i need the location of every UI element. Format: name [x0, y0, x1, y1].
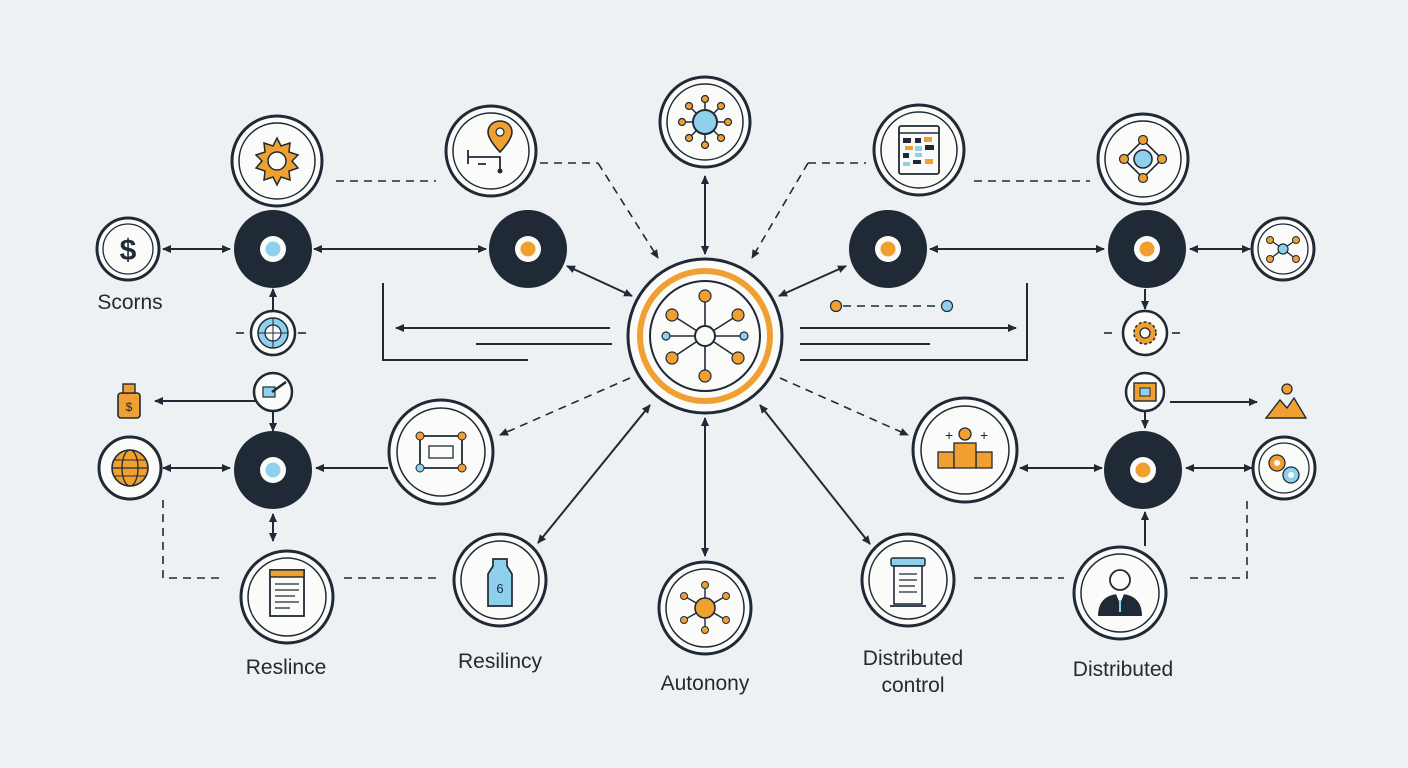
- dashboard-screen-icon[interactable]: [872, 103, 966, 197]
- connectors: [154, 175, 1258, 557]
- dark-node-2[interactable]: [489, 210, 567, 288]
- bottle-icon[interactable]: 6: [452, 532, 548, 628]
- connector-dot-blue: [940, 299, 954, 313]
- business-person-icon[interactable]: [1072, 545, 1168, 641]
- dollar-symbol: $: [120, 234, 137, 267]
- central-hub-icon[interactable]: [626, 257, 784, 415]
- factory-icon[interactable]: + +: [911, 396, 1019, 504]
- label-resilince: Reslince: [245, 656, 327, 679]
- svg-text:+: +: [945, 427, 953, 443]
- dark-node-1[interactable]: [234, 210, 312, 288]
- money-bag-icon[interactable]: $: [117, 383, 141, 419]
- label-autonomy: Autonony: [660, 672, 750, 695]
- label-resiliency: Resilincy: [457, 650, 543, 673]
- mountain-person-icon[interactable]: [1264, 383, 1308, 419]
- dark-node-3[interactable]: [234, 431, 312, 509]
- edge-hub-scroll: [759, 404, 871, 545]
- left-bracket: [382, 283, 528, 361]
- dark-node-6[interactable]: [1104, 431, 1182, 509]
- chip-board-icon[interactable]: [1124, 371, 1166, 413]
- dashed-connectors: [162, 162, 1248, 579]
- diamond-network-icon[interactable]: [1096, 112, 1190, 206]
- document-icon[interactable]: [239, 549, 335, 645]
- gears-icon[interactable]: [1121, 309, 1169, 357]
- globe-icon[interactable]: [97, 435, 163, 501]
- circuit-board-icon[interactable]: [387, 398, 495, 506]
- label-distributed-control-line2: control: [881, 674, 945, 697]
- edge-hub-bottle: [537, 404, 651, 544]
- network-virus-icon[interactable]: [658, 75, 752, 169]
- label-distributed: Distributed: [1072, 658, 1174, 681]
- edge-hub-node4: [778, 265, 847, 297]
- dark-node-5[interactable]: [1108, 210, 1186, 288]
- svg-text:$: $: [126, 400, 133, 414]
- dark-node-4[interactable]: [849, 210, 927, 288]
- gears-small-icon[interactable]: [1251, 435, 1317, 501]
- scroll-document-icon[interactable]: [860, 532, 956, 628]
- right-bracket: [800, 283, 1028, 361]
- label-distributed-control-line1: Distributed: [862, 647, 964, 670]
- sun-gear-icon[interactable]: [230, 114, 324, 208]
- molecule-icon[interactable]: [657, 560, 753, 656]
- connector-dot-orange: [829, 299, 843, 313]
- target-icon[interactable]: [249, 309, 297, 357]
- dollar-icon[interactable]: $: [95, 216, 161, 282]
- small-network-icon[interactable]: [1250, 216, 1316, 282]
- svg-text:+: +: [980, 427, 988, 443]
- inspect-icon[interactable]: [252, 371, 294, 413]
- label-scorns: Scorns: [97, 291, 163, 314]
- location-pin-icon[interactable]: [444, 104, 538, 198]
- edge-node2-hub: [566, 265, 633, 297]
- svg-text:6: 6: [496, 581, 503, 596]
